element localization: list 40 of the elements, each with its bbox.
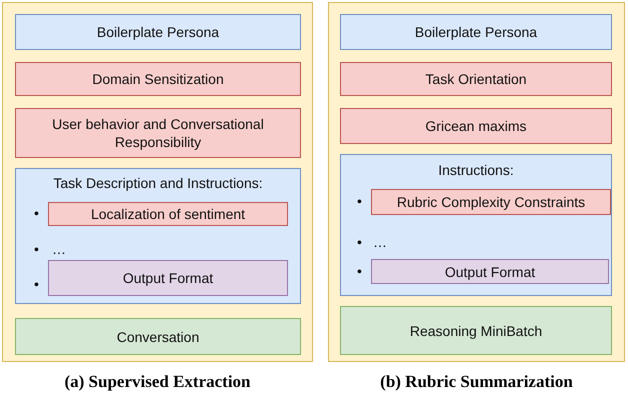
box-label: Task Orientation xyxy=(424,70,528,88)
section-box xyxy=(48,202,288,226)
bullet: • xyxy=(34,205,39,221)
section-box xyxy=(15,14,301,50)
section-box xyxy=(15,168,301,304)
bullet: • xyxy=(357,234,362,250)
ellipsis: … xyxy=(52,241,66,257)
heading: Instructions: xyxy=(437,162,515,178)
section-box xyxy=(15,318,301,355)
section-box xyxy=(15,108,301,158)
section-box xyxy=(340,154,612,296)
figure-caption: (b) Rubric Summarization xyxy=(379,372,574,392)
box-label: Boilerplate Persona xyxy=(96,23,220,41)
section-box xyxy=(371,259,609,284)
section-box xyxy=(340,108,612,144)
box-label: Boilerplate Persona xyxy=(414,23,538,41)
panel-background xyxy=(328,2,625,362)
bullet: • xyxy=(34,241,39,257)
box-label: Localization of sentiment xyxy=(90,205,246,223)
section-box xyxy=(48,260,288,296)
bullet: • xyxy=(34,276,39,292)
section-box xyxy=(371,189,611,215)
box-label: Domain Sensitization xyxy=(91,70,225,88)
section-box xyxy=(340,14,612,50)
box-label: Gricean maxims xyxy=(424,117,528,135)
box-label: User behavior and Conversational Responsibility xyxy=(51,115,265,151)
box-label: Conversation xyxy=(116,328,200,346)
section-box xyxy=(340,62,612,96)
box-label: Rubric Complexity Constraints xyxy=(396,193,586,211)
heading: Task Description and Instructions: xyxy=(52,175,264,191)
box-label: Output Format xyxy=(122,269,214,287)
section-box xyxy=(15,62,301,96)
bullet: • xyxy=(357,263,362,279)
box-label: Output Format xyxy=(444,262,536,280)
box-label: Reasoning MiniBatch xyxy=(408,322,544,340)
bullet: • xyxy=(357,193,362,209)
ellipsis: … xyxy=(373,234,387,250)
section-box xyxy=(340,306,612,355)
panel-background xyxy=(2,2,313,362)
figure-caption: (a) Supervised Extraction xyxy=(63,372,252,392)
